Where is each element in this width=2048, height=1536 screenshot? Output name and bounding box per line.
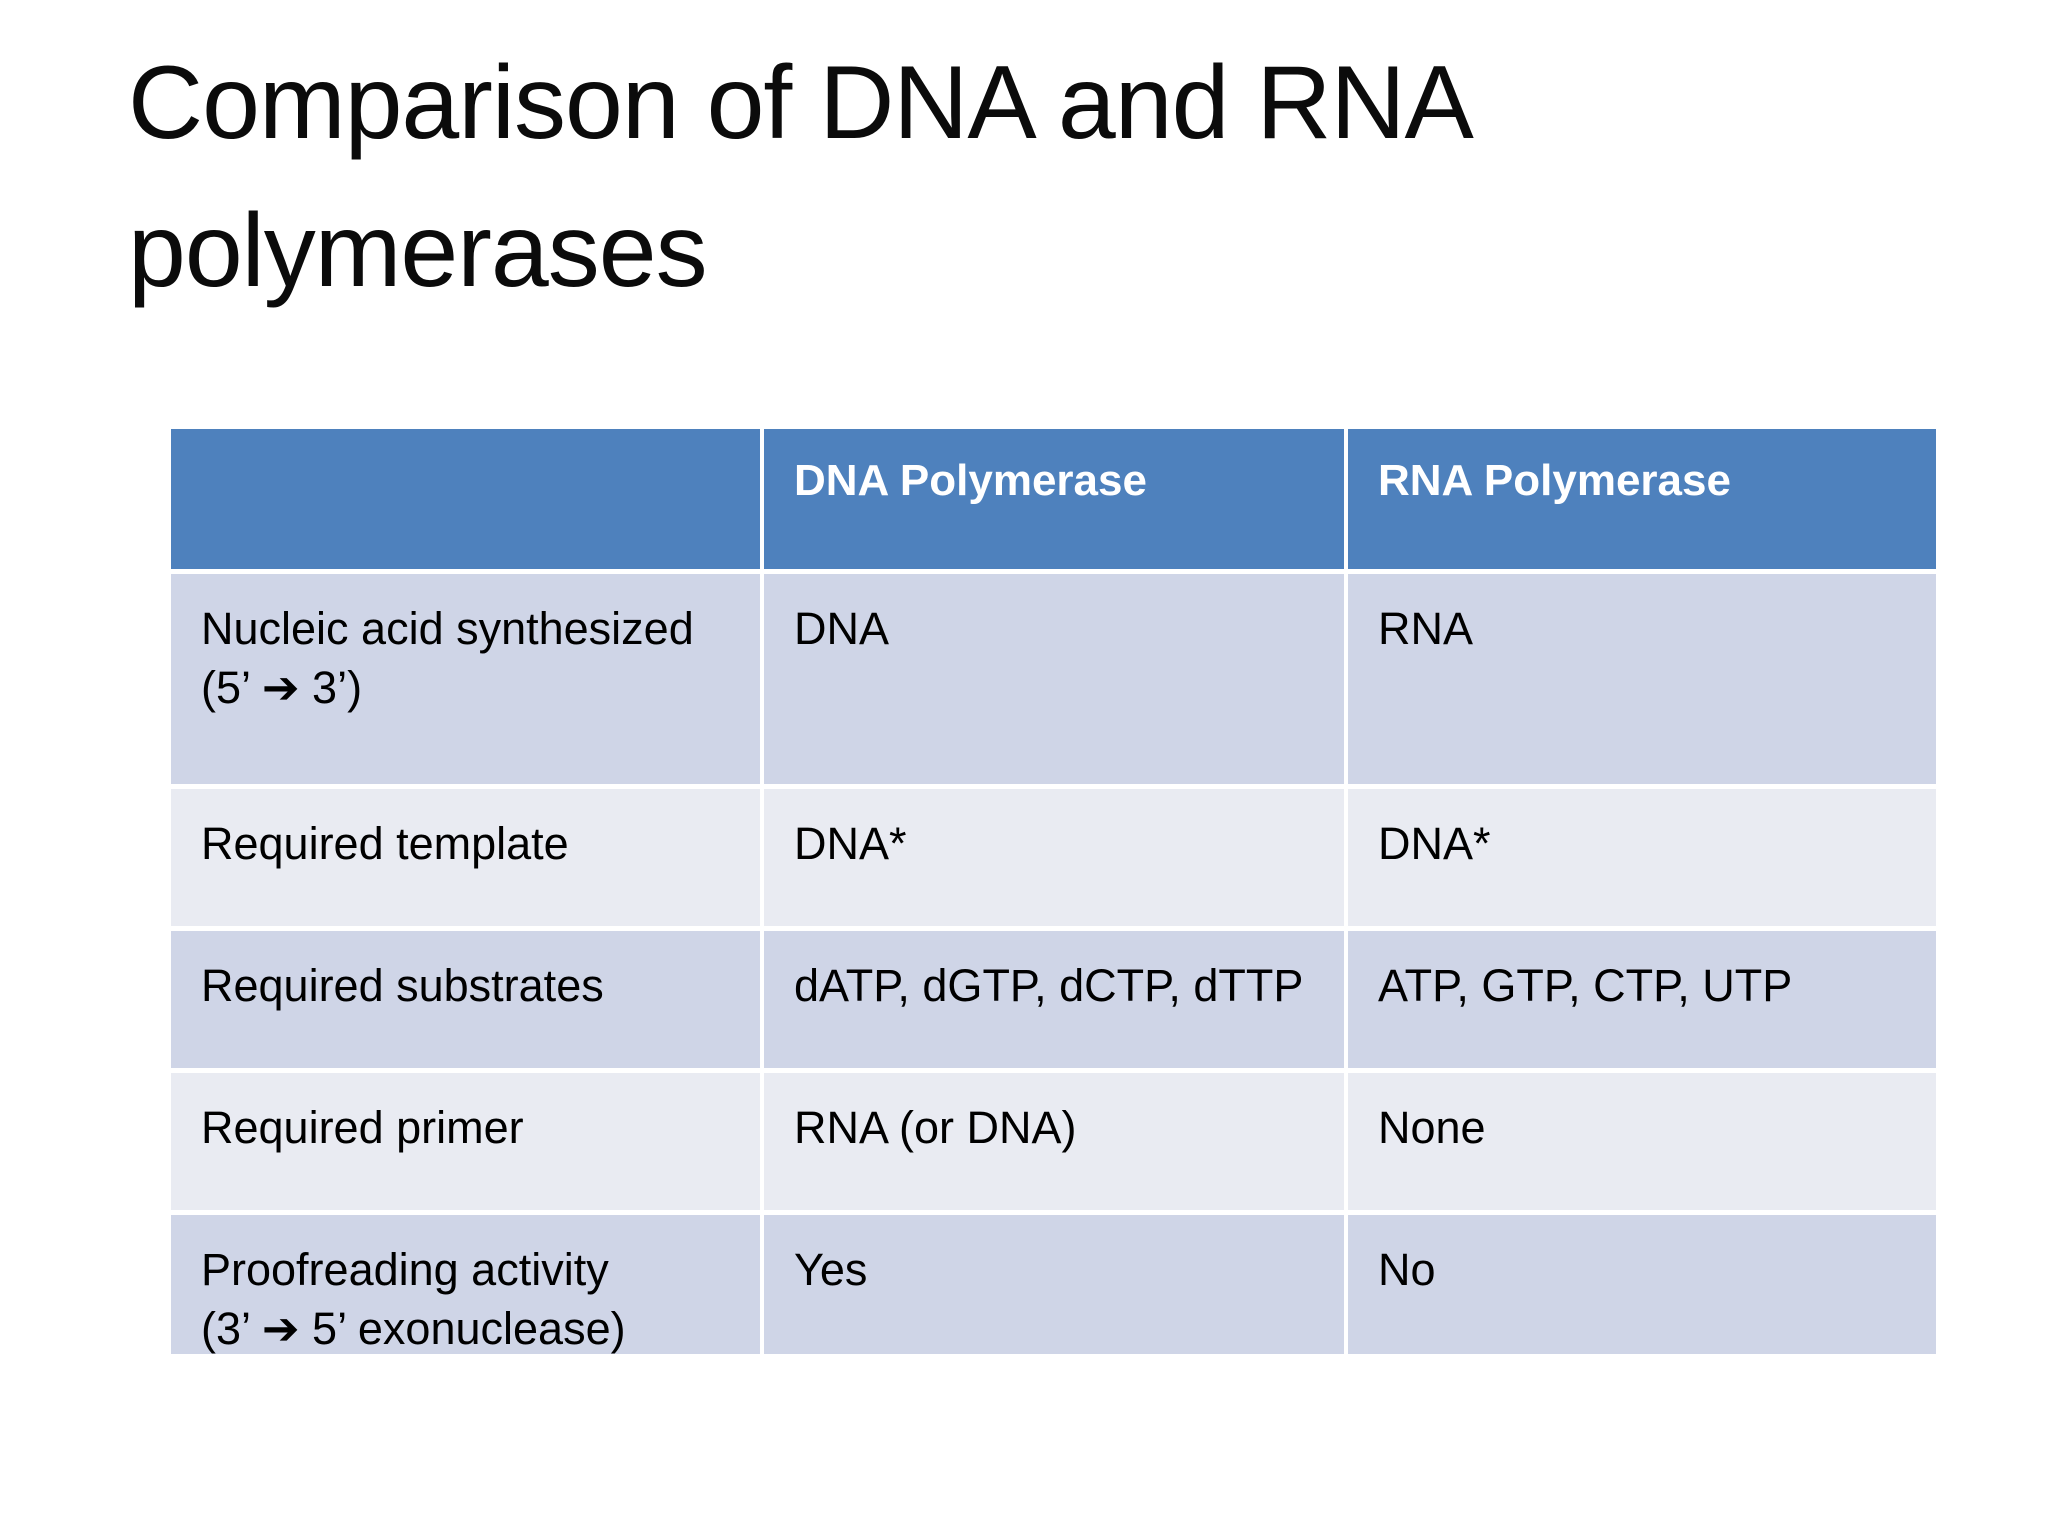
page-title-line-2: polymerases	[128, 192, 708, 309]
row-label-required-template: Required template	[171, 789, 760, 926]
row-label-nucleic-acid-synthesized: Nucleic acid synthesized (5’ ➔ 3’)	[171, 574, 760, 784]
cell-primer-dna: RNA (or DNA)	[764, 1073, 1344, 1210]
row-label-required-substrates: Required substrates	[171, 931, 760, 1068]
page-title: Comparison of DNA and RNA polymerases	[128, 30, 1474, 325]
cell-nucleic-acid-dna: DNA	[764, 574, 1344, 784]
cell-template-dna: DNA*	[764, 789, 1344, 926]
row-label-proofreading-activity: Proofreading activity (3’ ➔ 5’ exonuclea…	[171, 1215, 760, 1354]
cell-substrates-rna: ATP, GTP, CTP, UTP	[1348, 931, 1936, 1068]
cell-proofreading-dna: Yes	[764, 1215, 1344, 1354]
comparison-table: DNA Polymerase RNA Polymerase Nucleic ac…	[171, 429, 1936, 1354]
cell-primer-rna: None	[1348, 1073, 1936, 1210]
table-header-rna-polymerase: RNA Polymerase	[1348, 429, 1936, 569]
cell-substrates-dna: dATP, dGTP, dCTP, dTTP	[764, 931, 1344, 1068]
table-header-empty-cell	[171, 429, 760, 569]
row-label-required-primer: Required primer	[171, 1073, 760, 1210]
cell-template-rna: DNA*	[1348, 789, 1936, 926]
table-header-dna-polymerase: DNA Polymerase	[764, 429, 1344, 569]
cell-nucleic-acid-rna: RNA	[1348, 574, 1936, 784]
cell-proofreading-rna: No	[1348, 1215, 1936, 1354]
page-title-line-1: Comparison of DNA and RNA	[128, 45, 1474, 161]
